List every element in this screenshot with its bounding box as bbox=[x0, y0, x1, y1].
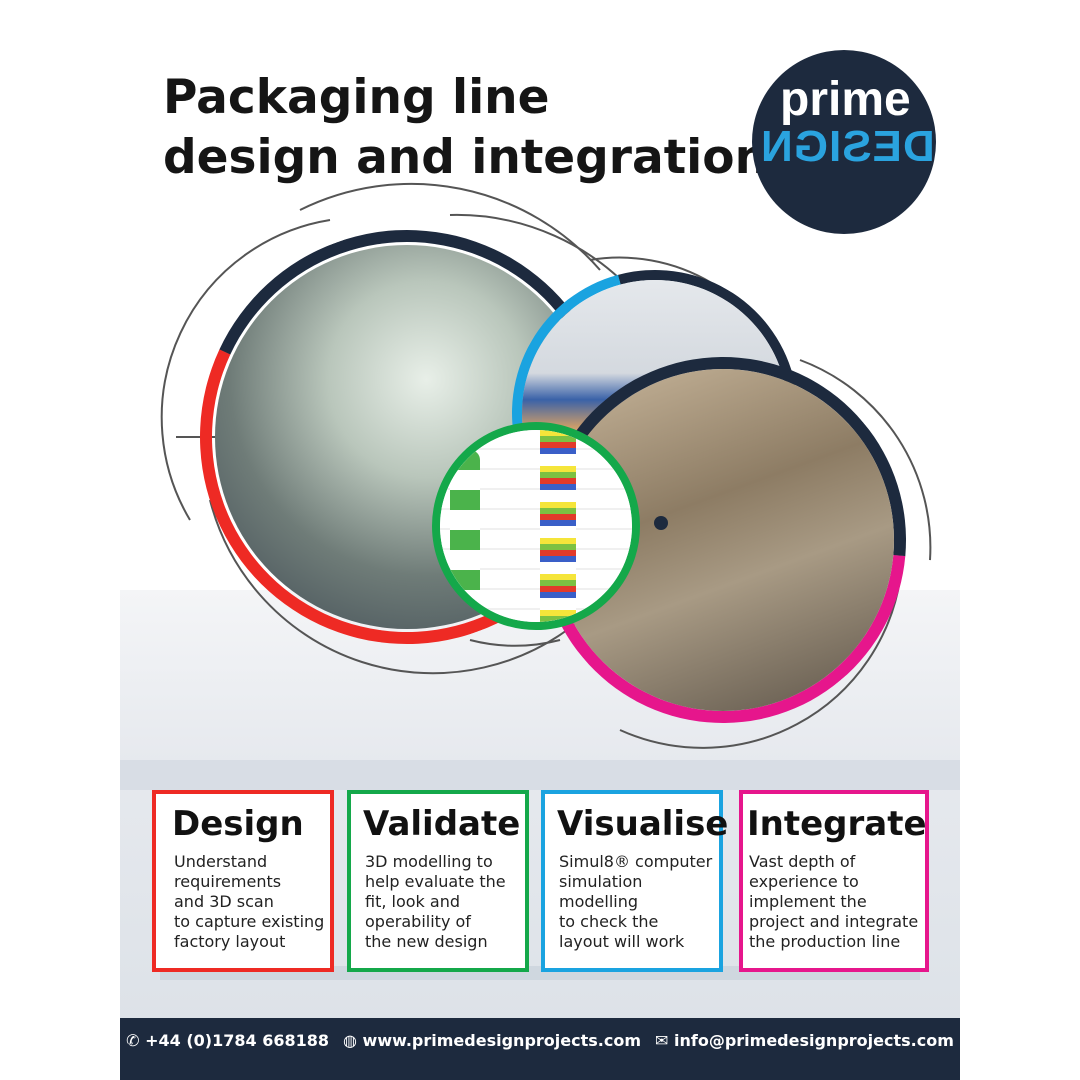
step-title: Integrate bbox=[747, 804, 927, 844]
title-line-1: Packaging line bbox=[163, 70, 550, 125]
arc-arrow bbox=[469, 639, 561, 647]
simulation-results-image bbox=[440, 430, 632, 622]
phone-contact[interactable]: ✆ +44 (0)1784 668188 bbox=[126, 1031, 329, 1050]
arc-arrow bbox=[619, 579, 901, 749]
globe-icon: ◍ bbox=[343, 1030, 363, 1050]
arc-arrow bbox=[449, 213, 641, 301]
email-address: info@primedesignprojects.com bbox=[673, 1030, 954, 1050]
phone-icon: ✆ bbox=[126, 1030, 146, 1050]
prime-design-logo: prime DESIGN bbox=[752, 50, 936, 234]
navy-dot bbox=[654, 516, 668, 530]
arc-arrow bbox=[160, 219, 331, 521]
step-title: Visualise bbox=[557, 804, 729, 844]
website-link[interactable]: ◍ www.primedesignprojects.com bbox=[343, 1031, 641, 1050]
contact-footer: ✆ +44 (0)1784 668188 ◍ www.primedesignpr… bbox=[120, 1018, 960, 1080]
step-title: Design bbox=[172, 804, 304, 844]
email-link[interactable]: ✉ info@primedesignprojects.com bbox=[655, 1031, 954, 1050]
page-title: Packaging line design and integration bbox=[163, 68, 768, 188]
phone-number: +44 (0)1784 668188 bbox=[145, 1030, 329, 1050]
arc-arrow bbox=[589, 256, 791, 381]
step-title: Validate bbox=[363, 804, 521, 844]
envelope-icon: ✉ bbox=[655, 1030, 674, 1050]
arc-arrow bbox=[799, 359, 932, 561]
arc-arrow bbox=[209, 499, 581, 675]
website-url: www.primedesignprojects.com bbox=[362, 1030, 641, 1050]
logo-word-prime: prime bbox=[780, 73, 911, 126]
title-line-2: design and integration bbox=[163, 130, 769, 185]
arc-arrow bbox=[299, 182, 601, 271]
